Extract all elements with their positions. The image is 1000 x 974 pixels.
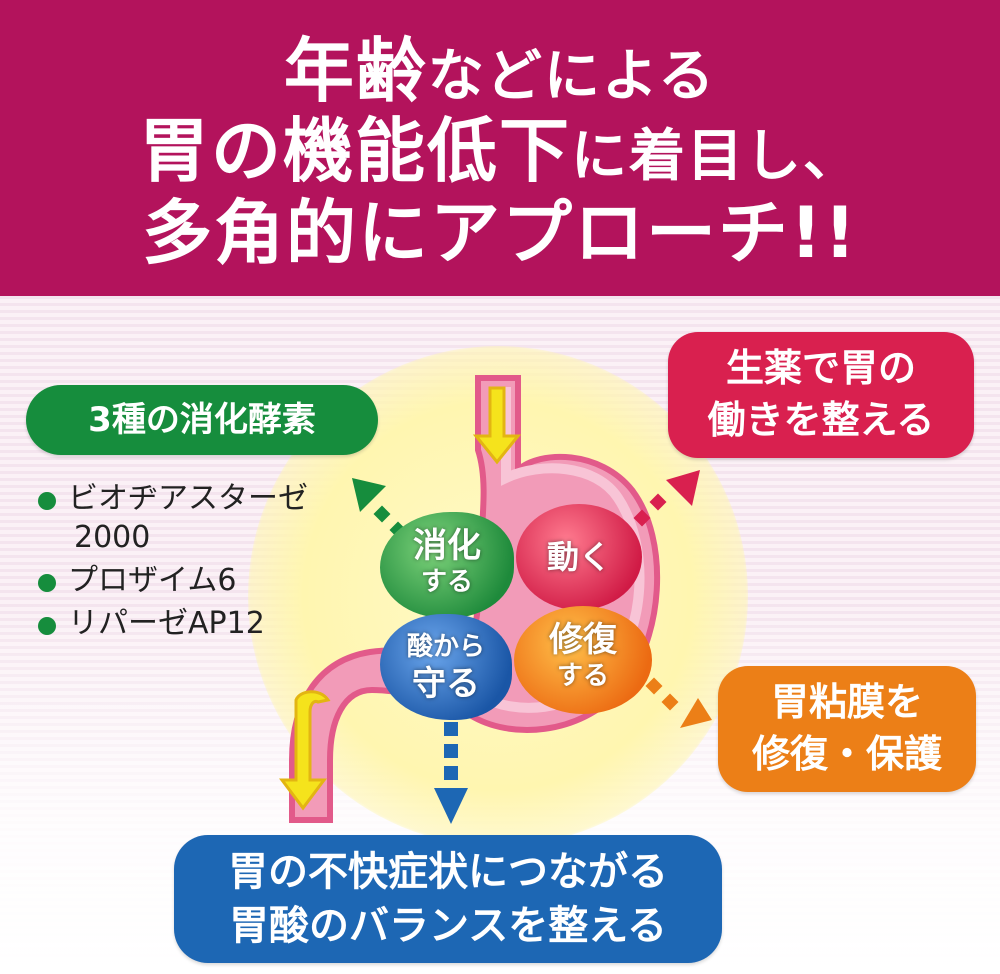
- yellow-arrow-out: [279, 690, 331, 811]
- yellow-arrow-in: [472, 386, 522, 465]
- orange-arrow: [645, 677, 712, 728]
- enzyme-title-badge: 3種の消化酵素: [26, 385, 378, 455]
- headline-line-3: 多角的にアプローチ!!: [0, 198, 1000, 271]
- headline-function: 胃の機能低下: [139, 110, 571, 192]
- blob-digest-sub: する: [420, 567, 473, 597]
- list-item-text: リパーゼAP12: [68, 606, 265, 641]
- list-item-text: プロザイム6: [68, 563, 237, 598]
- list-item-text: ビオヂアスターゼ: [68, 481, 308, 516]
- mucosa-callout-line-2: 修復・保護: [751, 732, 942, 776]
- blob-protect: 酸から 守る: [380, 614, 512, 720]
- headline-function-suffix: に着目し、: [571, 124, 861, 189]
- acid-callout: 胃の不快症状につながる 胃酸のバランスを整える: [174, 835, 722, 963]
- enzyme-title: 3種の消化酵素: [88, 400, 316, 440]
- blob-move-label: 動く: [546, 538, 611, 576]
- headline-line-2: 胃の機能低下に着目し、: [0, 116, 1000, 192]
- acid-callout-line-2: 胃酸のバランスを整える: [229, 903, 667, 949]
- bullet-icon: [38, 617, 56, 635]
- headline-age-suffix: などによる: [427, 44, 717, 109]
- blob-digest-label: 消化: [413, 526, 481, 566]
- blob-repair: 修復 する: [514, 606, 652, 714]
- herbal-callout-line-1: 生薬で胃の: [725, 346, 916, 390]
- blob-repair-sub: する: [556, 661, 609, 691]
- list-item: ビオヂアスターゼ: [36, 480, 308, 523]
- mucosa-callout: 胃粘膜を 修復・保護: [718, 666, 976, 792]
- blob-move: 動く: [516, 504, 642, 610]
- enzyme-list: ビオヂアスターゼ 2000 プロザイム6 リパーゼAP12: [36, 480, 308, 648]
- blob-protect-label: 酸から: [406, 632, 485, 662]
- blue-arrow: [434, 722, 468, 824]
- herbal-callout: 生薬で胃の 働きを整える: [668, 332, 974, 458]
- headline-line-1: 年齢などによる: [0, 36, 1000, 112]
- list-item: リパーゼAP12: [36, 605, 308, 648]
- list-item: 2000: [36, 519, 308, 562]
- list-item-text: 2000: [74, 520, 151, 555]
- mucosa-callout-line-1: 胃粘膜を: [770, 680, 923, 724]
- headline-approach: 多角的にアプローチ!!: [142, 192, 858, 274]
- bullet-icon: [38, 492, 56, 510]
- header-banner: 年齢などによる 胃の機能低下に着目し、 多角的にアプローチ!!: [0, 0, 1000, 296]
- herbal-callout-line-2: 働きを整える: [707, 398, 935, 442]
- list-item: プロザイム6: [36, 562, 308, 605]
- headline-age: 年齢: [283, 30, 428, 112]
- bullet-icon: [38, 574, 56, 592]
- red-arrow: [633, 470, 700, 527]
- blob-repair-label: 修復: [549, 620, 617, 660]
- acid-callout-line-1: 胃の不快症状につながる: [228, 849, 668, 895]
- blob-protect-sub: 守る: [412, 664, 480, 704]
- blob-digest: 消化 する: [380, 512, 514, 618]
